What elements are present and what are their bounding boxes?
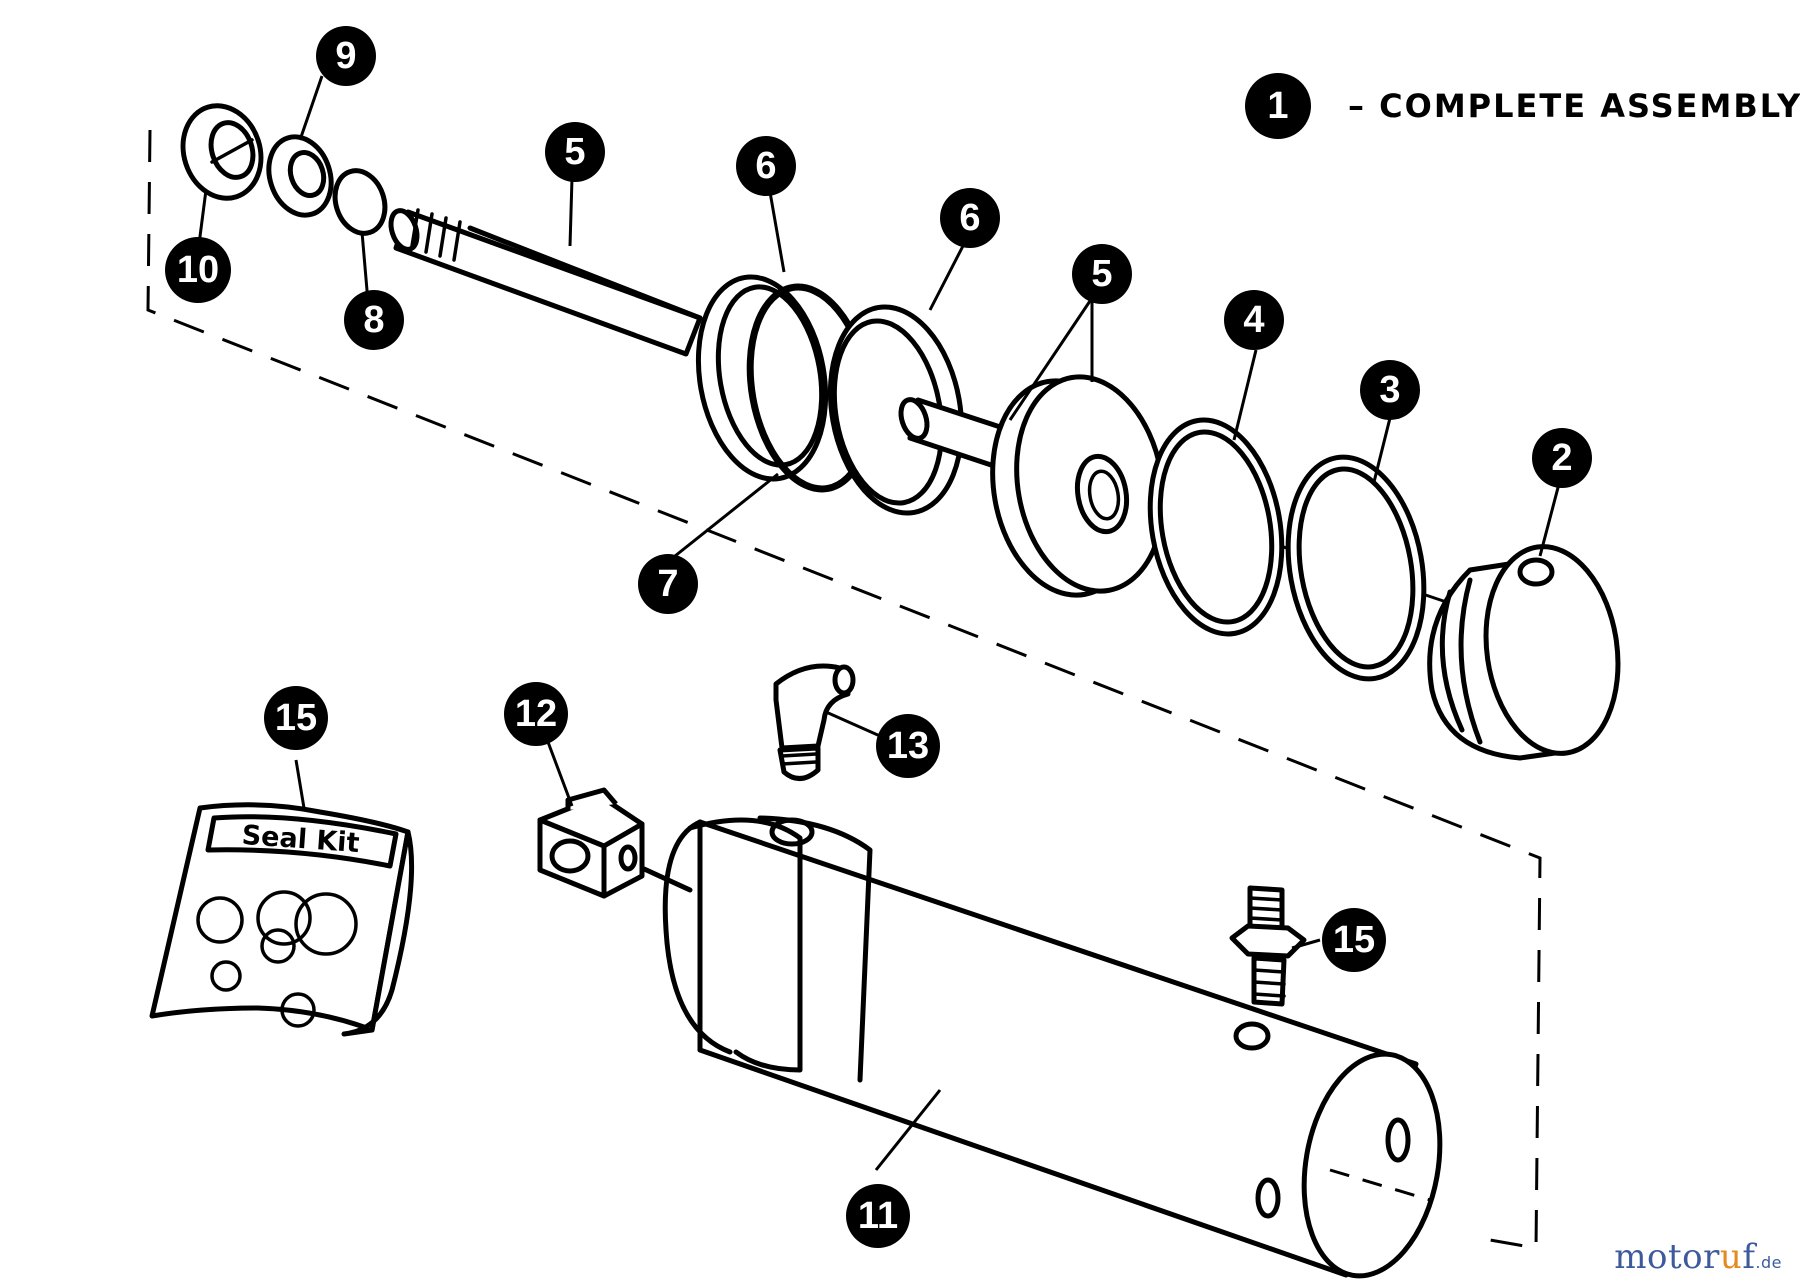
callout-8: 8 — [344, 290, 404, 350]
part-4-o-ring — [1147, 417, 1285, 637]
part-3-backup-ring — [1285, 454, 1427, 682]
part-12-clevis-block — [537, 787, 693, 899]
callout-4-label: 4 — [1243, 299, 1264, 341]
part-15-seal-kit: Seal Kit — [149, 802, 415, 1037]
callout-5-rod: 5 — [545, 122, 605, 182]
legend-text: – COMPLETE ASSEMBLY — [1348, 87, 1800, 125]
callout-15-seal-kit: 15 — [264, 686, 328, 750]
callout-2-label: 2 — [1551, 437, 1572, 479]
callout-10-label: 10 — [177, 249, 219, 291]
legend-badge: 1 — [1245, 73, 1311, 139]
callout-13-label: 13 — [887, 725, 929, 767]
callout-7: 7 — [638, 554, 698, 614]
callout-2: 2 — [1532, 428, 1592, 488]
leader-lines — [196, 75, 1562, 1171]
part-6-seal-ring-left — [695, 274, 829, 482]
callout-8-label: 8 — [363, 299, 384, 341]
callout-13: 13 — [876, 714, 940, 778]
callout-6-right: 6 — [940, 188, 1000, 248]
part-8-o-ring — [332, 168, 388, 236]
callout-6-left-label: 6 — [755, 145, 776, 187]
part-9-washer — [266, 134, 334, 218]
callout-15-seal-kit-label: 15 — [275, 697, 317, 739]
part-5-piston-head — [990, 374, 1166, 598]
part-6-seal-ring-right — [827, 304, 965, 516]
callout-4: 4 — [1224, 290, 1284, 350]
part-15-breather-fitting — [1229, 885, 1307, 1007]
watermark-tld: .de — [1755, 1253, 1782, 1272]
callout-5-piston: 5 — [1072, 244, 1132, 304]
callout-15-fitting-label: 15 — [1333, 919, 1375, 961]
callout-9: 9 — [316, 26, 376, 86]
callout-5-rod-label: 5 — [564, 131, 585, 173]
part-2-end-cap — [1427, 544, 1621, 761]
callout-12-label: 12 — [515, 693, 557, 735]
callout-5-piston-label: 5 — [1091, 253, 1112, 295]
legend-complete-assembly: 1 – COMPLETE ASSEMBLY — [1245, 73, 1800, 139]
part-10-washer — [180, 103, 264, 201]
callout-7-label: 7 — [657, 563, 678, 605]
callout-12: 12 — [504, 682, 568, 746]
callout-9-label: 9 — [335, 35, 356, 77]
callout-6-left: 6 — [736, 136, 796, 196]
assembly-boundary-dashed — [146, 129, 1542, 1250]
legend-badge-label: 1 — [1267, 85, 1288, 127]
watermark-suffix: f — [1742, 1237, 1756, 1277]
callout-3-label: 3 — [1379, 369, 1400, 411]
callout-15-fitting: 15 — [1322, 908, 1386, 972]
part-11-cylinder-barrel — [662, 815, 1443, 1279]
part-13-elbow-fitting — [773, 663, 856, 781]
callout-3: 3 — [1360, 360, 1420, 420]
callout-11-label: 11 — [858, 1195, 898, 1237]
callout-10: 10 — [165, 237, 231, 303]
watermark-accent: u — [1719, 1237, 1743, 1277]
callout-11: 11 — [846, 1184, 910, 1248]
watermark-logo: motoruf.de — [1614, 1237, 1782, 1277]
callout-6-right-label: 6 — [959, 197, 980, 239]
watermark-prefix: motor — [1614, 1237, 1720, 1277]
part-5-piston-rod — [388, 208, 703, 357]
